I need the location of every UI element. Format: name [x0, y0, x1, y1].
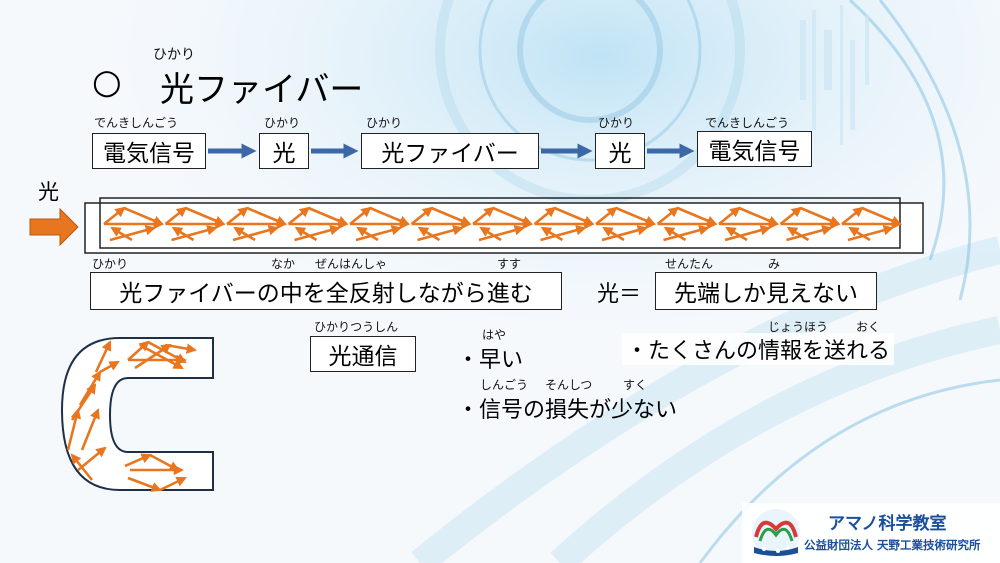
fiber-reflection-arrow [349, 206, 372, 226]
fiber-reflection-arrow [540, 225, 587, 242]
fiber-reflection-arrow [656, 206, 680, 226]
ruby-shingou: しんごう [480, 378, 529, 392]
light-equals-label: 光＝ [597, 282, 642, 307]
flow-ruby-4: ひかり [598, 116, 635, 130]
fiber-reflection-arrows [103, 206, 903, 242]
flow-box-electric-signal-1: 電気信号 [92, 133, 206, 169]
fiber-reflection-arrow [233, 226, 256, 242]
logo-organization: 公益財団法人 天野工業技術研究所 [804, 538, 981, 552]
ruby-sentan: せんたん [665, 257, 714, 271]
flow-ruby-5: でんきしんごう [705, 116, 790, 130]
flow-ruby-1: でんきしんごう [94, 116, 179, 130]
fiber-reflection-arrow [540, 226, 564, 242]
bullet-low-signal-loss: ・信号の損失が少ない [457, 398, 678, 423]
fiber-reflection-arrow [356, 226, 379, 242]
title-bullet: ○ [92, 62, 122, 102]
logo-name: アマノ科学教室 [828, 514, 947, 534]
input-light-arrow [29, 207, 79, 247]
fiber-reflection-arrow [294, 226, 318, 242]
ruby-sonshitsu: そんしつ [545, 378, 593, 392]
fiber-reflection-arrow [478, 225, 526, 242]
fiber-reflection-arrow [164, 206, 188, 226]
flow-box-electric-signal-2: 電気信号 [697, 131, 812, 167]
fiber-reflection-arrow [109, 225, 157, 242]
title-ruby: ひかり [153, 47, 195, 63]
ruby-mi: み [768, 257, 781, 271]
fiber-reflection-arrow [171, 225, 218, 242]
flow-ruby-2: ひかり [264, 116, 301, 130]
input-light-label: 光 [38, 180, 59, 204]
ruby-susu: すす [497, 257, 522, 271]
fiber-reflection-arrow [718, 206, 741, 226]
fiber-reflection-arrow [663, 225, 710, 242]
fiber-reflection-arrow [232, 225, 280, 242]
ruby-suku: すく [623, 378, 648, 392]
amano-logo-icon [752, 509, 800, 557]
fiber-reflection-arrow [417, 225, 464, 242]
fiber-reflection-arrow [472, 206, 495, 226]
ruby-naka: なか [271, 257, 296, 271]
flow-box-light-1: 光 [259, 133, 309, 169]
fiber-reflection-arrow [779, 206, 803, 226]
ruby-zenhansha: ぜんはんしゃ [315, 257, 388, 271]
fiber-reflection-arrow [410, 206, 434, 226]
fiber-reflection-arrow [479, 226, 502, 242]
fiber-reflection-arrow [171, 226, 195, 242]
page-title: 光ファイバー [160, 70, 364, 110]
fiber-reflection-arrow [848, 226, 871, 242]
fiber-reflection-arrow [355, 225, 403, 242]
fiber-reflection-arrow [786, 226, 810, 242]
fiber-reflection-arrow [724, 225, 772, 242]
fiber-reflection-arrow [294, 225, 341, 242]
fiber-reflection-arrow [725, 226, 748, 242]
fiber-reflection-arrow [841, 206, 864, 226]
fiber-reflection-arrow [110, 226, 133, 242]
fiber-reflection-arrow [103, 206, 126, 226]
fiber-reflection-arrow [226, 206, 249, 226]
logo-area: アマノ科学教室 公益財団法人 天野工業技術研究所 [742, 503, 1000, 563]
reflection-caption: 光ファイバーの中を全反射しながら進む [90, 272, 562, 310]
fiber-reflection-arrow [533, 206, 557, 226]
u-fiber-reflection-arrows [66, 340, 198, 492]
fiber-reflection-arrow [786, 225, 833, 242]
flow-box-light-2: 光 [595, 133, 645, 169]
fiber-reflection-arrow [847, 225, 895, 242]
ruby-hikari-tsuushin: ひかりつうしん [314, 320, 399, 334]
fiber-reflection-arrow [595, 206, 618, 226]
ruby-jouhou: じょうほう [768, 320, 829, 334]
flow-box-optical-fiber: 光ファイバー [361, 133, 539, 169]
bullet-fast: ・早い [457, 348, 524, 373]
fiber-reflection-arrow [417, 226, 441, 242]
bullet-send-much-info: ・たくさんの情報を送れる [622, 333, 895, 365]
ruby-haya: はや [482, 328, 507, 342]
fiber-reflection-arrow [602, 226, 625, 242]
optical-communication-box: 光通信 [310, 336, 416, 372]
fiber-reflection-arrow [663, 226, 687, 242]
fiber-reflection-arrow [287, 206, 311, 226]
ruby-hikari: ひかり [92, 257, 129, 271]
fiber-reflection-arrow [601, 225, 649, 242]
tip-only-caption: 先端しか見えない [655, 272, 877, 310]
ruby-oku: おく [856, 320, 881, 334]
flow-ruby-3: ひかり [366, 116, 403, 130]
